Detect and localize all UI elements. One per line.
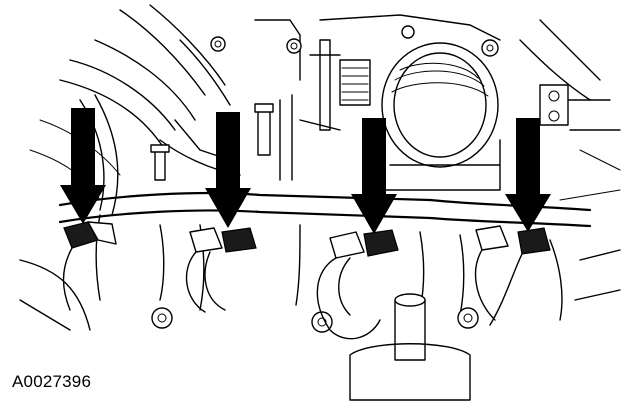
callout-arrow-1 (60, 108, 106, 224)
injector-connector-4 (474, 225, 551, 326)
fuel-rail (58, 144, 592, 228)
injector-connector-1 (62, 221, 117, 311)
callout-arrow-2 (205, 112, 251, 228)
injector-connector-2 (185, 227, 257, 313)
figure-id-label: A0027396 (12, 372, 92, 391)
throttle-body (254, 39, 569, 191)
callout-arrow-3 (351, 118, 397, 234)
injector-connector-3 (316, 229, 399, 340)
callout-arrow-4 (505, 118, 551, 232)
intake-runners (19, 214, 621, 401)
